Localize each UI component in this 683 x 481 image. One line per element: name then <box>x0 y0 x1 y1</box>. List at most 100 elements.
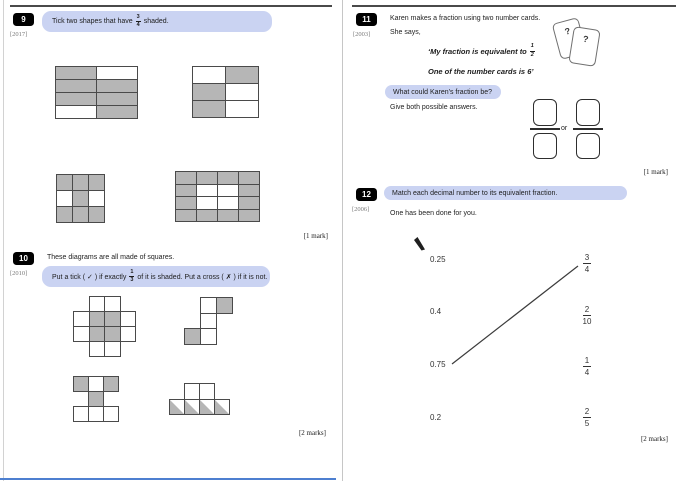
question-12-prompt: Match each decimal number to its equival… <box>384 186 627 200</box>
grid-cell <box>104 296 121 312</box>
q10-diagram-3[interactable] <box>73 376 119 422</box>
q11-answer2-numerator-box[interactable] <box>576 99 600 126</box>
grid-cell <box>196 171 218 185</box>
grid-cell <box>192 100 226 118</box>
q10-fraction-numerator: 1 <box>129 269 135 277</box>
q11-answer1-denominator-box[interactable] <box>533 133 557 159</box>
q11-answer1-numerator-box[interactable] <box>533 99 557 126</box>
q11-quote-line-2: One of the number cards is 6’ <box>428 67 534 76</box>
grid-cell <box>55 79 97 93</box>
q11-answer2-denominator-box[interactable] <box>576 133 600 159</box>
q10-diagram-4[interactable] <box>169 383 230 415</box>
grid-cell <box>200 328 217 345</box>
grid-cell <box>103 376 119 392</box>
decimal-item[interactable]: 0.4 <box>430 307 442 316</box>
grid-cell <box>88 206 105 223</box>
q9-marks-label: [1 mark] <box>303 232 328 240</box>
grid-cell <box>192 66 226 84</box>
number-card-front: ? <box>568 26 601 67</box>
question-12-year: [2006] <box>352 206 370 213</box>
q11-marks-label: [1 mark] <box>643 168 668 176</box>
q11-answer1-fraction-bar <box>530 128 560 130</box>
q10-fraction-denominator: 3 <box>130 277 134 283</box>
grid-cell <box>55 66 97 80</box>
q11-or-label: or <box>561 125 568 132</box>
q11-instruction-text: Give both possible answers. <box>390 104 478 111</box>
question-10-prompt: Put a tick ( ✓ ) if exactly 1 3 of it is… <box>42 266 270 287</box>
fraction-denominator: 5 <box>584 419 590 429</box>
grid-cell <box>192 83 226 101</box>
question-9-prompt: Tick two shapes that have 3 4 shaded. <box>42 11 272 32</box>
grid-cell <box>96 79 138 93</box>
question-10-year: [2010] <box>10 270 28 277</box>
right-page-top-rule <box>352 5 676 7</box>
grid-cell <box>55 92 97 106</box>
grid-cell <box>225 83 259 101</box>
fraction-denominator: 10 <box>582 317 592 327</box>
q10-diagram-1[interactable] <box>73 296 136 357</box>
q11-intro-text: Karen makes a fraction using two number … <box>390 15 541 22</box>
grid-cell <box>72 174 89 191</box>
fraction-item[interactable]: 2 5 <box>578 407 596 428</box>
q9-fraction-numerator: 3 <box>135 14 141 22</box>
grid-cell <box>104 341 121 357</box>
fraction-denominator: 4 <box>584 265 590 275</box>
q9-shape-4[interactable] <box>175 171 260 222</box>
grid-cell <box>196 208 218 222</box>
fraction-item[interactable]: 3 4 <box>578 253 596 274</box>
q9-shape-1[interactable] <box>55 66 138 119</box>
grid-cell <box>56 206 73 223</box>
grid-cell <box>225 66 259 84</box>
q9-shape-2[interactable] <box>192 66 259 118</box>
grid-cell <box>104 326 121 342</box>
grid-cell <box>103 406 119 422</box>
grid-cell <box>175 196 197 210</box>
grid-cell <box>196 196 218 210</box>
grid-cell <box>216 297 233 314</box>
grid-cell <box>119 326 136 342</box>
fraction-item[interactable]: 2 10 <box>578 305 596 326</box>
grid-cell <box>184 328 201 345</box>
q9-fraction-denominator: 4 <box>136 22 140 28</box>
grid-cell <box>217 183 239 197</box>
grid-cell <box>200 312 217 329</box>
grid-cell <box>217 208 239 222</box>
grid-cell <box>88 391 104 407</box>
q11-quote-line-1: ‘My fraction is equivalent to 1 2 <box>428 43 538 58</box>
q11-quote1-denominator: 2 <box>530 51 534 58</box>
left-page-top-rule <box>10 5 332 7</box>
fraction-numerator: 2 <box>582 407 592 419</box>
q11-question-highlight: What could Karen's fraction be? <box>385 85 501 99</box>
question-11-number: 11 <box>362 15 371 24</box>
grid-cell <box>96 105 138 119</box>
q12-marks-label: [2 marks] <box>640 435 668 443</box>
question-11-badge: 11 <box>356 13 377 26</box>
q10-intro-text: These diagrams are all made of squares. <box>47 254 175 261</box>
q10-diagram-2[interactable] <box>184 297 233 345</box>
grid-cell <box>184 398 200 415</box>
decimal-item[interactable]: 0.75 <box>430 360 446 369</box>
q9-shape-3[interactable] <box>56 174 105 223</box>
decimal-item[interactable]: 0.25 <box>430 255 446 264</box>
grid-cell <box>88 376 104 392</box>
decimal-item[interactable]: 0.2 <box>430 413 442 422</box>
fraction-item[interactable]: 1 4 <box>578 356 596 377</box>
question-9-year: [2017] <box>10 31 28 38</box>
grid-cell <box>73 376 89 392</box>
bottom-accent-line <box>0 478 336 480</box>
q11-answer2-fraction-bar <box>573 128 603 130</box>
question-9-badge: 9 <box>13 13 34 26</box>
q12-note-text: One has been done for you. <box>390 210 477 217</box>
q9-prompt-text-after: shaded. <box>143 18 169 25</box>
grid-cell <box>217 171 239 185</box>
q10-prompt-text-before: Put a tick ( ✓ ) if exactly <box>52 273 127 281</box>
q10-prompt-fraction: 1 3 <box>129 269 135 284</box>
grid-cell <box>96 66 138 80</box>
grid-cell <box>225 100 259 118</box>
grid-cell <box>217 196 239 210</box>
grid-cell <box>56 190 73 207</box>
grid-cell <box>56 174 73 191</box>
fraction-numerator: 1 <box>582 356 592 368</box>
question-9-number: 9 <box>21 15 26 24</box>
grid-cell <box>104 311 121 327</box>
